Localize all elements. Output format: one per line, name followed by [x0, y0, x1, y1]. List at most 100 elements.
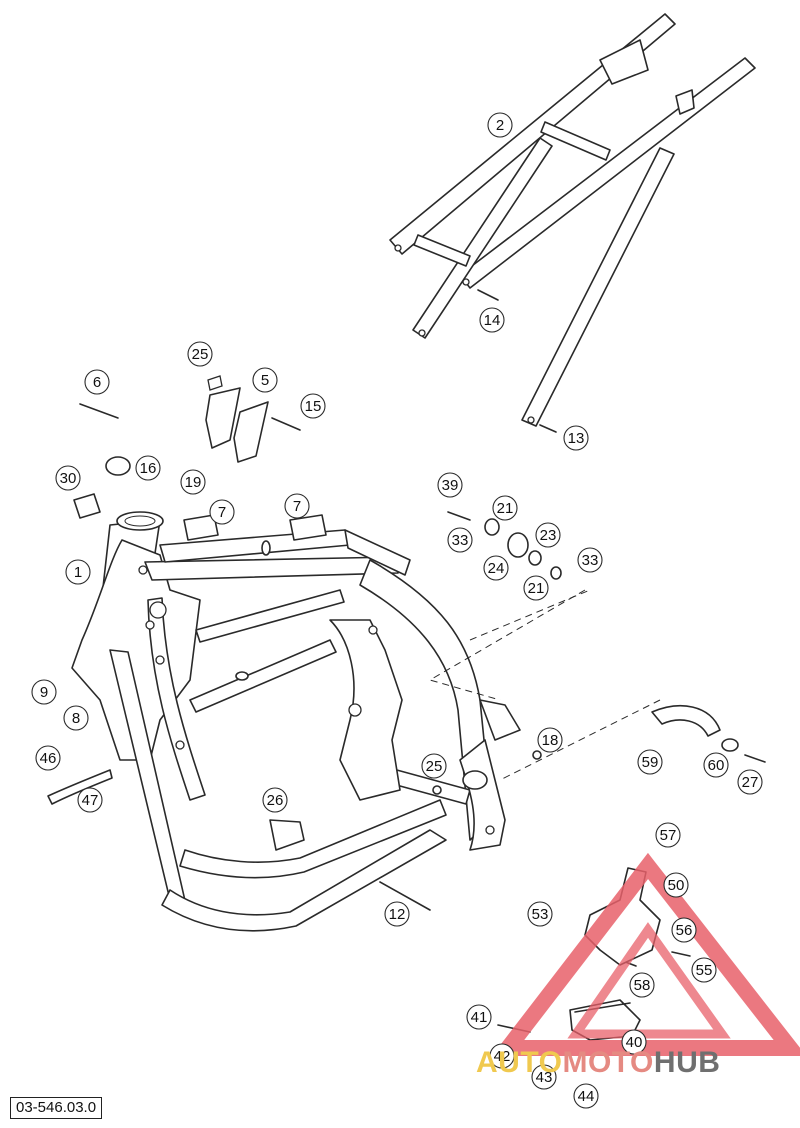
callout-c25b: 25 [421, 753, 447, 779]
callout-c24: 24 [483, 555, 509, 581]
callout-label: 5 [261, 372, 269, 389]
callout-c18: 18 [537, 727, 563, 753]
callout-circle [252, 367, 278, 393]
callout-label: 42 [494, 1048, 511, 1065]
callout-circle [63, 705, 89, 731]
callout-c27: 27 [737, 769, 763, 795]
callout-circle [535, 522, 561, 548]
callout-c14: 14 [479, 307, 505, 333]
callout-circle [209, 499, 235, 525]
callout-label: 27 [742, 774, 759, 791]
callout-circle [691, 957, 717, 983]
callout-label: 33 [452, 532, 469, 549]
callout-circle [135, 455, 161, 481]
callout-circle [655, 822, 681, 848]
callout-circle [180, 469, 206, 495]
callout-label: 19 [185, 474, 202, 491]
callout-c41: 41 [466, 1004, 492, 1030]
callout-c47: 47 [77, 787, 103, 813]
callout-label: 59 [642, 754, 659, 771]
callout-label: 24 [488, 560, 505, 577]
callout-circle [479, 307, 505, 333]
callout-c46: 46 [35, 745, 61, 771]
callout-circle [527, 901, 553, 927]
callout-c44: 44 [573, 1083, 599, 1109]
callout-c58: 58 [629, 972, 655, 998]
bolts [79, 289, 766, 1033]
callout-c25a: 25 [187, 341, 213, 367]
callout-circle [300, 393, 326, 419]
callout-circle [523, 575, 549, 601]
callout-circle [437, 472, 463, 498]
callout-label: 26 [267, 792, 284, 809]
callout-c19: 19 [180, 469, 206, 495]
callout-c39: 39 [437, 472, 463, 498]
callout-circle [187, 341, 213, 367]
callout-label: 21 [528, 580, 545, 597]
callout-circle [421, 753, 447, 779]
callout-label: 53 [532, 906, 549, 923]
callout-circle [531, 1064, 557, 1090]
callout-label: 1 [74, 564, 82, 581]
callout-circle [573, 1083, 599, 1109]
bushings-and-spacers [47, 456, 739, 851]
callout-label: 9 [40, 684, 48, 701]
callout-label: 57 [660, 827, 677, 844]
callout-circle [466, 1004, 492, 1030]
callout-label: 23 [540, 527, 557, 544]
callout-c33b: 33 [577, 547, 603, 573]
callout-label: 30 [60, 470, 77, 487]
callout-label: 6 [93, 374, 101, 391]
callout-label: 41 [471, 1009, 488, 1026]
callout-c42: 42 [489, 1043, 515, 1069]
callout-circle [637, 749, 663, 775]
callout-c21b: 21 [523, 575, 549, 601]
callout-circle [663, 872, 689, 898]
callout-circle [577, 547, 603, 573]
callout-label: 50 [668, 877, 685, 894]
callout-label: 12 [389, 906, 406, 923]
callout-circle [487, 112, 513, 138]
callout-circle [703, 752, 729, 778]
callout-circle [489, 1043, 515, 1069]
callout-circle [492, 495, 518, 521]
callout-c6: 6 [84, 369, 110, 395]
callout-c7b: 7 [284, 493, 310, 519]
callout-label: 7 [293, 498, 301, 515]
callout-c59: 59 [637, 749, 663, 775]
callout-circle [35, 745, 61, 771]
callout-c7a: 7 [209, 499, 235, 525]
callout-label: 58 [634, 977, 651, 994]
callout-label: 60 [708, 757, 725, 774]
leader-lines [428, 589, 661, 781]
callout-c33a: 33 [447, 527, 473, 553]
callout-label: 47 [82, 792, 99, 809]
callout-label: 18 [542, 732, 559, 749]
callout-c21a: 21 [492, 495, 518, 521]
callout-circle [84, 369, 110, 395]
watermark-logo [491, 852, 800, 1056]
callout-c16: 16 [135, 455, 161, 481]
callout-label: 21 [497, 500, 514, 517]
callout-label: 55 [696, 962, 713, 979]
callout-c2: 2 [487, 112, 513, 138]
callout-label: 44 [578, 1088, 595, 1105]
reference-code: 03-546.03.0 [10, 1097, 103, 1119]
callout-c23: 23 [535, 522, 561, 548]
callout-label: 25 [192, 346, 209, 363]
callout-label: 16 [140, 460, 157, 477]
callout-circle [483, 555, 509, 581]
watermark-brand-text: AUTOMOTOHUB [476, 1046, 721, 1079]
callout-label: 43 [536, 1069, 553, 1086]
callout-circle [77, 787, 103, 813]
callout-c1: 1 [65, 559, 91, 585]
callout-c50: 50 [663, 872, 689, 898]
callout-circle [65, 559, 91, 585]
callout-circle [629, 972, 655, 998]
callout-circle [31, 679, 57, 705]
callout-c8: 8 [63, 705, 89, 731]
callout-circle [537, 727, 563, 753]
callout-label: 7 [218, 504, 226, 521]
callout-label: 25 [426, 758, 443, 775]
